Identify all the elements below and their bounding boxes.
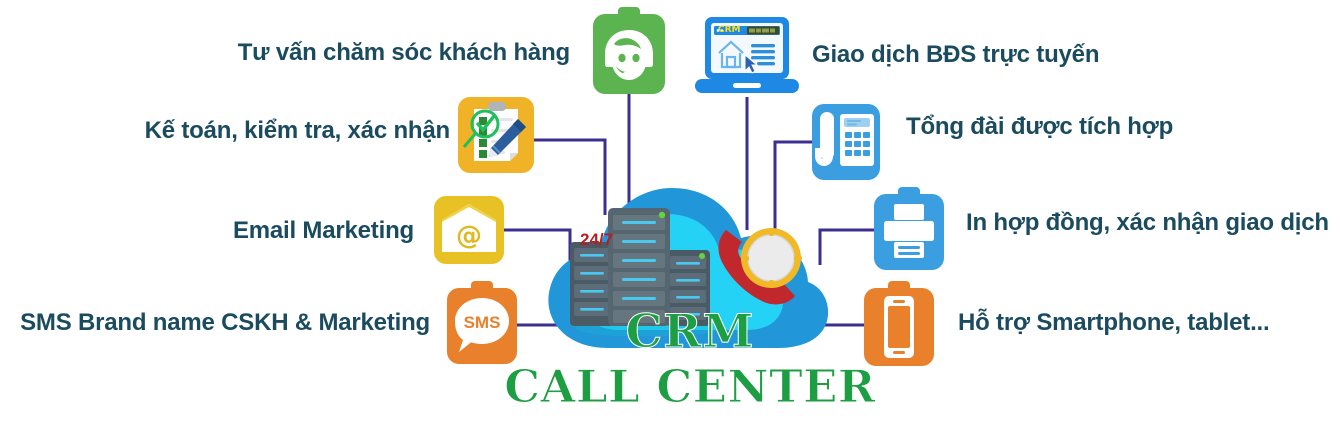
envelope-at-icon: @ xyxy=(442,204,508,252)
label-email-marketing: Email Marketing xyxy=(232,217,414,244)
crm-title: CRM xyxy=(625,304,755,359)
badge-24-7: 24/7 xyxy=(580,230,614,249)
server-rack-icon xyxy=(570,208,720,336)
smartphone-icon xyxy=(860,296,914,358)
label-accounting: Kế toán, kiểm tra, xác nhận xyxy=(144,117,451,144)
headset-icon-tile[interactable] xyxy=(593,7,665,94)
svg-text:@: @ xyxy=(456,221,482,251)
label-online-realestate: Giao dịch BĐS trực tuyến xyxy=(812,41,1100,68)
crm-cloud: 24/7 CRM CALL CENTER xyxy=(504,158,876,438)
label-print-contract: In hợp đồng, xác nhận giao dịch xyxy=(966,209,1329,236)
tile-nub xyxy=(888,281,910,291)
clipboard-checklist-icon xyxy=(462,102,526,161)
label-customer-care: Tư vấn chăm sóc khách hàng xyxy=(237,39,570,66)
browser-crm-label: CRM xyxy=(718,25,741,35)
label-sms-brandname: SMS Brand name CSKH & Marketing xyxy=(20,309,430,336)
desk-phone-icon xyxy=(808,112,874,166)
desk-phone-icon-tile[interactable] xyxy=(808,104,880,180)
headset-icon xyxy=(605,30,653,80)
smartphone-icon-tile[interactable] xyxy=(860,281,934,366)
sms-bubble-icon: SMS xyxy=(455,298,521,352)
svg-text:SMS: SMS xyxy=(464,313,501,332)
laptop-browser-icon xyxy=(695,17,799,93)
tile-nub xyxy=(618,7,640,17)
tile-nub xyxy=(898,187,920,197)
sms-icon-tile[interactable]: SMS xyxy=(447,281,521,364)
printer-icon xyxy=(870,204,934,258)
call-center-subtitle: CALL CENTER xyxy=(504,360,876,414)
label-switchboard: Tổng đài được tích hợp xyxy=(906,113,1174,140)
laptop-browser-icon-tile[interactable] xyxy=(693,15,801,97)
label-mobile-support: Hỗ trợ Smartphone, tablet... xyxy=(958,309,1270,336)
tile-nub xyxy=(471,281,493,291)
envelope-icon-tile[interactable]: @ xyxy=(434,196,508,264)
handset-24-7-icon xyxy=(718,228,802,305)
clipboard-icon-tile[interactable] xyxy=(458,97,534,173)
printer-icon-tile[interactable] xyxy=(870,187,944,270)
